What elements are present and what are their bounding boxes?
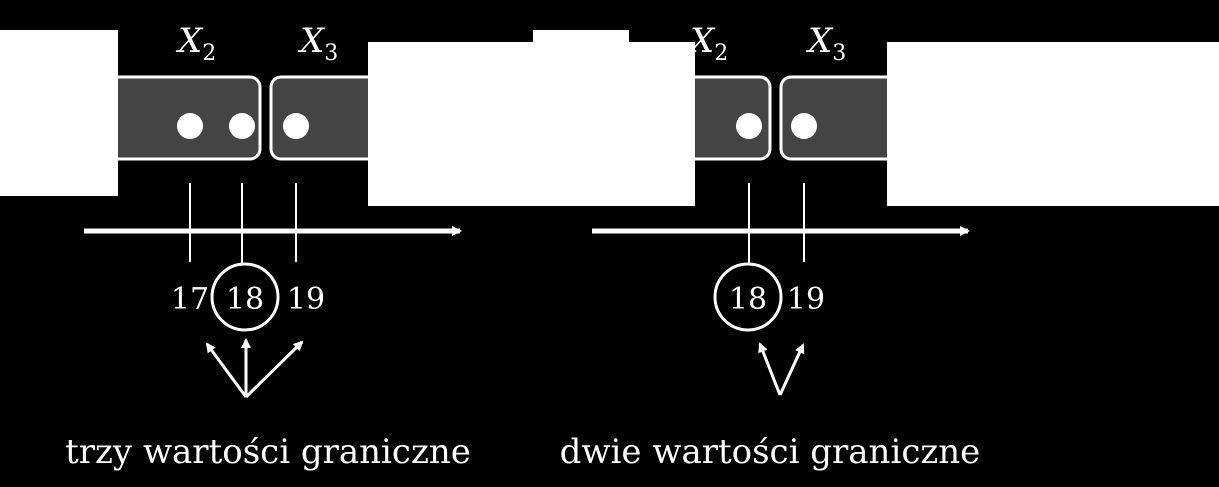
right-pointer-arrow-2 — [778, 343, 805, 396]
left-panel-start — [0, 30, 118, 196]
right-x3-dot-1 — [791, 113, 817, 139]
left-panel-end — [368, 42, 533, 206]
right-tick-label-18: 18 — [729, 282, 767, 317]
right-circle-highlight — [713, 262, 783, 332]
left-circle-highlight — [210, 262, 280, 332]
left-label-x3: X3 — [297, 21, 338, 66]
right-x2-dot-1 — [736, 113, 762, 139]
right-tick-label-19: 19 — [787, 282, 825, 317]
left-pointer-arrow-3 — [244, 340, 304, 399]
left-diagram: X2 X3 17 18 19 trzy wartości graniczne — [0, 21, 533, 472]
left-caption: trzy wartości graniczne — [65, 432, 471, 472]
right-caption: dwie wartości graniczne — [560, 432, 981, 472]
right-panel-start-body — [533, 42, 695, 206]
left-x2-dot-1 — [177, 113, 203, 139]
left-x2-dot-2 — [229, 113, 255, 139]
right-panel-end — [887, 42, 1219, 206]
left-tick-label-18: 18 — [226, 282, 264, 317]
right-label-x3: X3 — [805, 21, 846, 66]
left-label-x2: X2 — [175, 21, 216, 66]
right-pointer-arrow-1 — [758, 342, 782, 396]
right-diagram: X2 X3 18 19 dwie wartości graniczne — [533, 21, 1219, 472]
left-tick-label-19: 19 — [287, 282, 325, 317]
left-x3-dot-1 — [283, 113, 309, 139]
left-tick-label-17: 17 — [171, 282, 209, 317]
left-pointer-arrow-1 — [205, 342, 248, 398]
right-label-x2: X2 — [687, 21, 728, 66]
